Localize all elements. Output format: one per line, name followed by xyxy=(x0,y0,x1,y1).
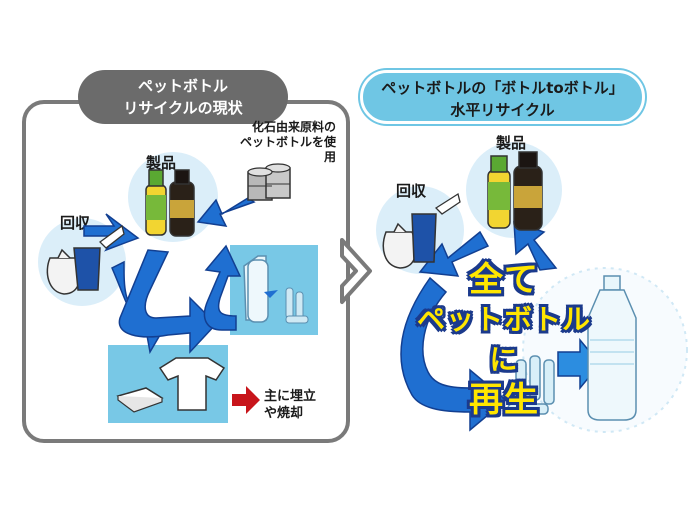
right-collection-label: 回収 xyxy=(396,180,426,201)
regenerate-line1: 全て xyxy=(414,260,594,300)
regenerate-line3: 再生 xyxy=(414,380,594,420)
right-product-label: 製品 xyxy=(496,132,526,153)
regenerate-message: 全て ペットボトルに 再生 xyxy=(414,260,594,420)
regenerate-line2: ペットボトルに xyxy=(414,300,594,380)
